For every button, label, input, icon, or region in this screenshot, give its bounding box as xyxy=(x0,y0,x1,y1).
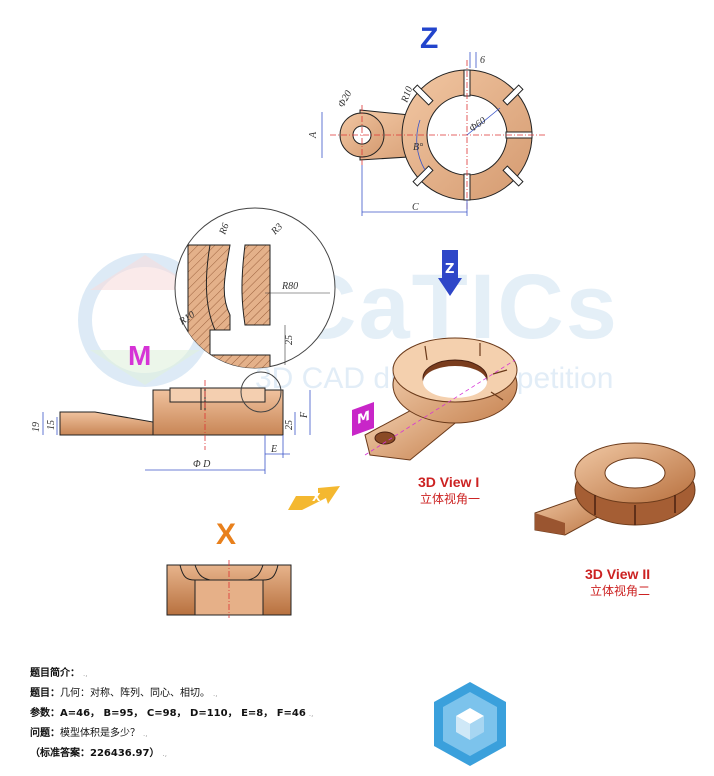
dim-15: 15 xyxy=(46,420,57,430)
info-intro: 题目简介：., xyxy=(30,668,88,679)
view-letter-x: X xyxy=(216,518,237,551)
dim-e: E xyxy=(270,444,277,455)
view2-label-en: 3D View II xyxy=(585,566,651,582)
params-value: A=46， B=95， C=98， D=110， E=8， F=46 xyxy=(60,708,306,719)
dim-r6: R6 xyxy=(217,222,231,237)
topic-value: 几何：对称、阵列、同心、相切。 xyxy=(60,688,210,699)
question-label: 问题： xyxy=(30,728,60,739)
topic-label: 题目： xyxy=(30,688,60,699)
iso-view-1 xyxy=(364,337,518,461)
dim-r80: R80 xyxy=(281,281,298,292)
intro-label: 题目简介： xyxy=(30,668,80,679)
dim-25: 25 xyxy=(284,420,295,430)
answer-text: （标准答案：226436.97） xyxy=(30,748,160,759)
slot-tr xyxy=(502,84,524,106)
dim-6: 6 xyxy=(480,55,485,66)
question-value: 模型体积是多少？ xyxy=(60,728,140,739)
iso-view-2 xyxy=(534,442,696,536)
top-view-drawing: 6 Φ20 R10 A Φ60 B° C xyxy=(308,52,545,216)
info-question: 问题：模型体积是多少？., xyxy=(30,728,148,739)
slot-bl xyxy=(412,165,434,187)
slot-tl xyxy=(412,84,434,106)
view-letter-z: Z xyxy=(420,22,439,55)
direction-badge-z: Z xyxy=(438,250,462,296)
hexagon-cube-logo xyxy=(434,682,506,766)
dim-19: 19 xyxy=(31,422,42,432)
info-answer: （标准答案：226436.97）., xyxy=(30,748,167,759)
dim-phi20: Φ20 xyxy=(336,89,354,110)
slot-br xyxy=(502,165,524,187)
params-label: 参数： xyxy=(30,708,60,719)
view1-label-en: 3D View I xyxy=(418,474,480,490)
dim-a: A xyxy=(308,131,319,139)
dim-b: B° xyxy=(413,142,423,153)
view2-label-cn: 立体视角二 xyxy=(590,584,651,598)
info-topic: 题目：几何：对称、阵列、同心、相切。., xyxy=(30,688,218,699)
watermark-gear-logo xyxy=(78,253,212,387)
direction-badge-x: X xyxy=(288,484,340,510)
dim-c: C xyxy=(412,202,419,213)
view1-label-cn: 立体视角一 xyxy=(420,492,481,506)
dim-r10-top: R10 xyxy=(399,85,415,105)
front-view-drawing xyxy=(166,560,292,618)
dim-25-detail: 25 xyxy=(284,335,295,345)
view-letter-m: M xyxy=(128,340,152,371)
info-params: 参数：A=46， B=95， C=98， D=110， E=8， F=46., xyxy=(30,708,314,719)
dim-f: F xyxy=(299,411,310,419)
side-view-drawing: 19 15 25 F Φ D E xyxy=(31,371,311,474)
detail-circle-view: R6 R3 R80 R10 25 xyxy=(174,207,336,369)
dim-phi-d: Φ D xyxy=(193,459,211,470)
